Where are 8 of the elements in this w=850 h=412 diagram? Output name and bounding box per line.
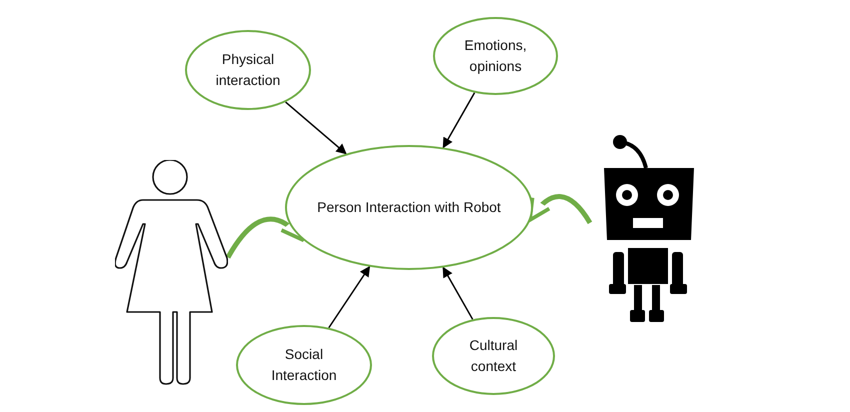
arrow [285,102,347,154]
ellipse-label: Emotions, opinions [463,36,528,76]
ellipse-label: Person Interaction with Robot [317,198,501,217]
curved-arrow [226,216,304,259]
woman-figure-drawing [115,160,228,386]
ellipse-label: Cultural context [468,336,519,376]
ellipse-label: Social Interaction [270,345,338,385]
ellipse-label: Physical interaction [214,50,282,90]
